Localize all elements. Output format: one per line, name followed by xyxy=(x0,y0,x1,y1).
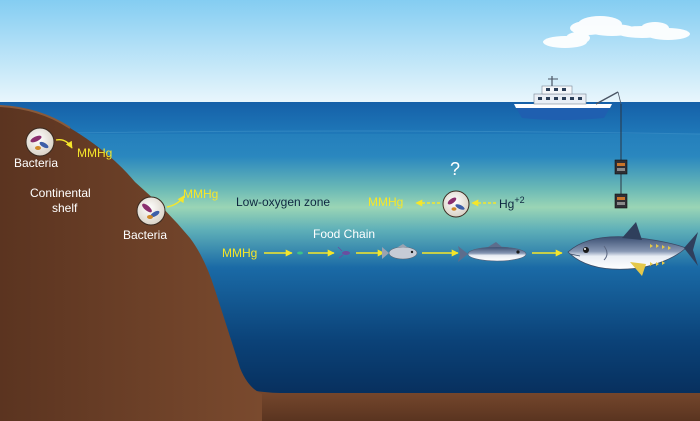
cloud-icon xyxy=(543,16,690,48)
hg-base: Hg xyxy=(499,197,515,211)
question-mark: ? xyxy=(450,159,461,179)
low-oxygen-zone-label: Low-oxygen zone xyxy=(236,195,331,209)
hg-charge: +2 xyxy=(514,195,525,205)
continental-shelf xyxy=(0,106,262,421)
zooplankton-icon xyxy=(337,246,350,259)
bacteria-circle-icon xyxy=(25,127,55,157)
food-chain-label: Food Chain xyxy=(313,227,376,241)
arrow xyxy=(166,195,185,208)
water-sampler-icon xyxy=(614,159,628,175)
arrow xyxy=(55,138,73,149)
phytoplankton-icon xyxy=(297,251,303,255)
small-fish-icon xyxy=(382,244,418,260)
bacteria-label: Bacteria xyxy=(14,156,59,170)
hg-label: Hg+2 xyxy=(499,195,525,211)
continental-shelf-label-line2: shelf xyxy=(52,201,78,215)
mmhg-label: MMHg xyxy=(222,246,258,260)
bacteria-label: Bacteria xyxy=(123,228,168,242)
tuna-icon xyxy=(567,222,698,276)
continental-shelf-label-line1: Continental xyxy=(30,186,91,200)
bacteria-circle-icon xyxy=(136,196,166,226)
mmhg-label: MMHg xyxy=(183,187,219,201)
medium-fish-icon xyxy=(458,242,527,262)
mmhg-label: MMHg xyxy=(368,195,404,209)
sky xyxy=(0,0,700,102)
research-vessel-icon xyxy=(514,76,622,120)
bacteria-circle-icon xyxy=(442,190,470,218)
water-sampler-icon xyxy=(614,193,628,209)
mmhg-label: MMHg xyxy=(77,146,113,160)
seafloor xyxy=(240,386,700,421)
